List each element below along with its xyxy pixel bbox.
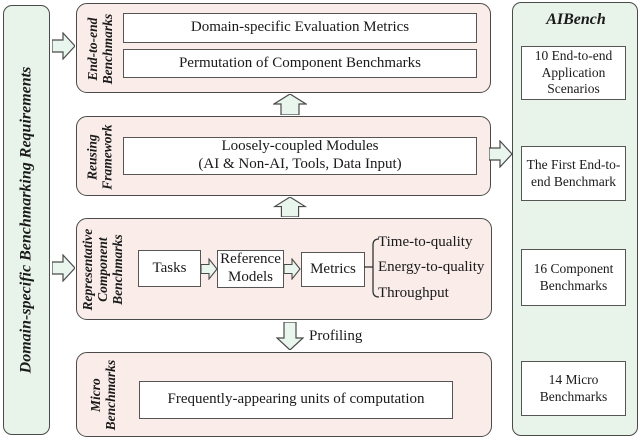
reusing-framework-label: Reusing Framework [84,124,116,190]
metric-item: Energy-to-quality [378,259,485,275]
aibench-box-component-benchmarks: 16 Component Benchmarks [521,249,626,306]
requirements-bar: Domain-specific Benchmarking Requirement… [3,5,50,435]
metric-item: Time-to-quality [378,234,473,250]
down-arrow-icon [276,322,304,350]
section-reusing-framework: Reusing Framework Loosely-coupled Module… [76,116,491,196]
requirements-bar-label: Domain-specific Benchmarking Requirement… [17,66,35,374]
profiling-label: Profiling [309,328,363,344]
section-label-wrap: End-to-end Benchmarks [77,4,123,94]
section-label-wrap: Micro Benchmarks [77,353,129,438]
aibench-box-application-scenarios: 10 End-to-end Application Scenarios [521,46,626,100]
end-to-end-benchmarks-label: End-to-end Benchmarks [84,13,116,85]
metric-item: Throughput [378,285,449,301]
tasks-box: Tasks [138,250,201,287]
loosely-coupled-modules-box: Loosely-coupled Modules (AI & Non-AI, To… [123,137,477,175]
right-arrow-icon [284,258,301,280]
section-end-to-end-benchmarks: End-to-end Benchmarks Domain-specific Ev… [76,3,491,93]
units-of-computation-box: Frequently-appearing units of computatio… [139,381,453,419]
aibench-column: AIBench 10 End-to-end Application Scenar… [512,2,638,436]
micro-benchmarks-label: Micro Benchmarks [87,360,119,431]
reference-models-box: Reference Models [217,250,284,288]
evaluation-metrics-box: Domain-specific Evaluation Metrics [123,13,477,43]
aibench-box-micro-benchmarks: 14 Micro Benchmarks [521,361,626,416]
right-arrow-icon [489,140,512,168]
aibench-title: AIBench [546,11,606,28]
section-micro-benchmarks: Micro Benchmarks Frequently-appearing un… [76,352,492,437]
permutation-box: Permutation of Component Benchmarks [123,49,477,78]
brace-icon [364,238,380,298]
right-arrow-icon [201,258,218,280]
right-arrow-icon [52,32,75,60]
right-arrow-icon [52,254,75,282]
up-arrow-icon [273,197,307,217]
section-label-wrap: Reusing Framework [77,117,123,197]
metrics-box: Metrics [301,252,365,287]
section-label-wrap: Representative Component Benchmarks [77,219,129,321]
section-representative-component-benchmarks: Representative Component Benchmarks Task… [76,218,492,320]
representative-component-benchmarks-label: Representative Component Benchmarks [80,229,126,311]
up-arrow-icon [273,94,307,115]
aibench-box-first-end-to-end: The First End-to-end Benchmark [521,146,626,201]
